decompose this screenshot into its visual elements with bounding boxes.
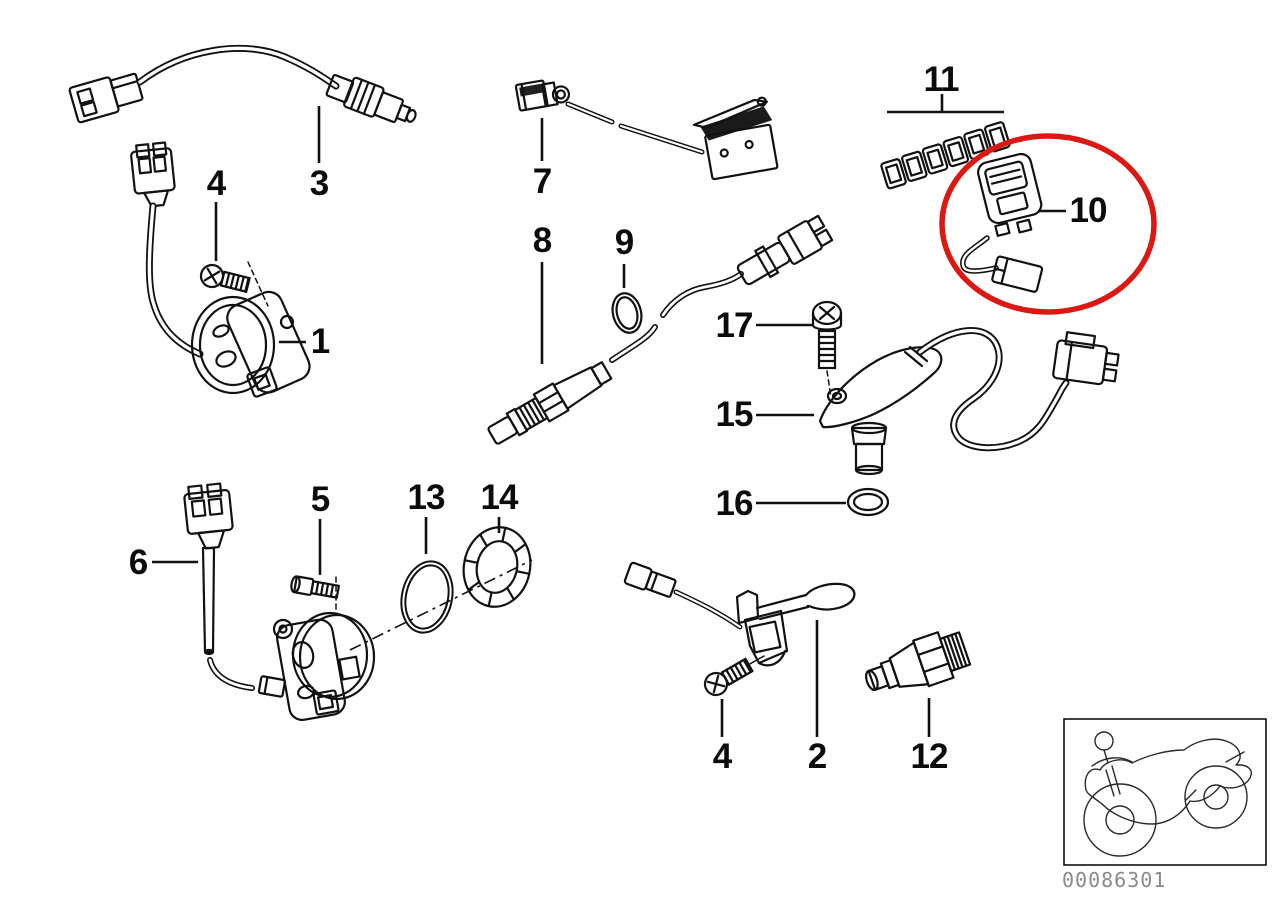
callout-label-2: 2 <box>807 737 827 776</box>
callout-label-13: 13 <box>407 478 446 517</box>
part-9-drawing <box>611 292 643 334</box>
motorcycle-icon <box>1083 731 1252 857</box>
part-13-drawing <box>400 560 454 634</box>
part-4-bottom-drawing <box>703 657 754 697</box>
callout-label-10: 10 <box>1069 191 1108 230</box>
callout-label-4-bottom: 4 <box>712 737 732 776</box>
part-11-drawing <box>880 121 1011 190</box>
callout-label-12: 12 <box>910 737 949 776</box>
callout-label-15: 15 <box>715 395 754 434</box>
callout-label-5: 5 <box>310 480 330 519</box>
assembly-axis-line <box>349 559 533 651</box>
callout-label-11: 11 <box>923 60 960 99</box>
part-5-drawing <box>290 575 340 613</box>
motorcycle-thumbnail-box <box>1063 718 1267 866</box>
leader-lines <box>152 94 1066 737</box>
callout-label-7: 7 <box>532 162 552 201</box>
part-16-drawing <box>846 487 890 517</box>
part-4-top-drawing <box>199 261 269 307</box>
highlight-circle <box>939 133 1157 315</box>
callout-label-14: 14 <box>480 478 519 517</box>
part-6-drawing <box>183 482 286 698</box>
part-1-drawing <box>130 141 311 398</box>
callout-label-1: 1 <box>310 322 330 361</box>
part-2-drawing <box>623 561 856 667</box>
part-3-drawing <box>68 44 417 124</box>
diagram-number: 00086301 <box>1062 868 1167 892</box>
callout-label-8: 8 <box>532 221 552 260</box>
part-12-drawing <box>865 631 972 692</box>
part-17-drawing <box>811 300 843 398</box>
callout-label-9: 9 <box>614 223 634 262</box>
part-14-drawing <box>462 526 532 608</box>
part-10-drawing <box>960 152 1044 293</box>
callout-label-3: 3 <box>309 164 329 203</box>
callout-label-17: 17 <box>715 306 754 345</box>
callout-label-6: 6 <box>128 543 148 582</box>
lower-sensor-drawing <box>272 611 376 721</box>
part-7-drawing <box>514 79 779 181</box>
part-8-drawing <box>487 214 834 445</box>
part-15-drawing <box>818 327 1120 476</box>
callout-label-16: 16 <box>715 484 754 523</box>
callout-label-4-top: 4 <box>206 164 226 203</box>
